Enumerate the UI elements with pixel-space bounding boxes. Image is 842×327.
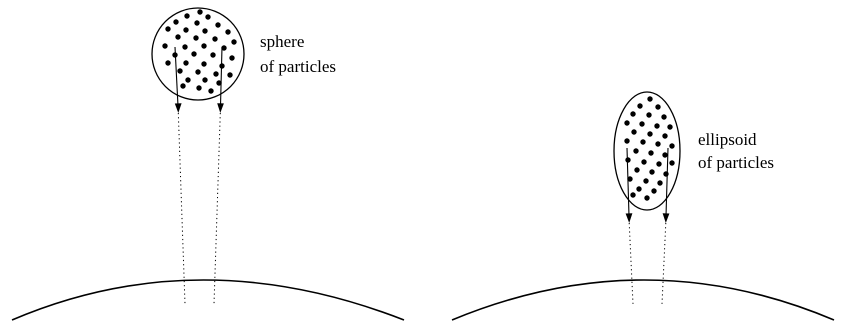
particle-dot [625, 157, 630, 162]
ellipsoid-panel: ellipsoid of particles [452, 92, 834, 320]
particle-dot [201, 61, 206, 66]
particle-dot [641, 159, 646, 164]
dotted-path [178, 113, 185, 304]
particle-dot [647, 96, 652, 101]
particle-dot [193, 35, 198, 40]
particle-dot [194, 20, 199, 25]
particle-dot [669, 143, 674, 148]
particle-dot [177, 68, 182, 73]
particle-dot [173, 19, 178, 24]
particle-dot [662, 133, 667, 138]
particle-dot [208, 88, 213, 93]
particle-dot [196, 85, 201, 90]
particle-dot [663, 171, 668, 176]
sphere-label-line2: of particles [260, 57, 336, 76]
particle-dot [655, 104, 660, 109]
particle-dot [184, 13, 189, 18]
sphere-label-line1: sphere [260, 32, 304, 51]
particle-dot [669, 160, 674, 165]
particle-dot [210, 52, 215, 57]
particle-dot [643, 178, 648, 183]
particle-dot [183, 27, 188, 32]
particle-dot [640, 139, 645, 144]
particle-dot [624, 138, 629, 143]
particle-dot [631, 129, 636, 134]
dotted-path [662, 223, 666, 304]
particle-dot [630, 192, 635, 197]
particle-dot [646, 112, 651, 117]
particle-dot [639, 121, 644, 126]
particle-dot [165, 60, 170, 65]
arrow-shaft [666, 148, 668, 216]
earth-surface-left [12, 280, 404, 320]
arrow-head [175, 103, 182, 113]
particle-dot [227, 72, 232, 77]
particle-dot [231, 39, 236, 44]
sphere-panel: sphere of particles [12, 8, 404, 320]
particle-dot [654, 123, 659, 128]
particle-dot [197, 9, 202, 14]
particle-dot [633, 148, 638, 153]
particle-dot [225, 29, 230, 34]
particle-dot [202, 77, 207, 82]
particle-dot [195, 69, 200, 74]
particle-dot [661, 114, 666, 119]
earth-surface-right [452, 280, 834, 320]
particle-dot [215, 22, 220, 27]
ellipsoid-label-line2: of particles [698, 153, 774, 172]
particle-dot [662, 152, 667, 157]
particle-dot [667, 124, 672, 129]
sphere-particles [162, 9, 236, 93]
particle-dot [649, 169, 654, 174]
dotted-path [629, 223, 633, 304]
particle-dot [647, 131, 652, 136]
particle-dot [213, 71, 218, 76]
particle-dot [191, 51, 196, 56]
arrow-head [217, 103, 224, 113]
arrow-head [663, 213, 670, 223]
particle-dot [212, 36, 217, 41]
particle-dot [630, 111, 635, 116]
particle-dot [162, 43, 167, 48]
particle-dot [205, 14, 210, 19]
particle-dot [656, 161, 661, 166]
ellipsoid-label-line1: ellipsoid [698, 130, 757, 149]
dotted-path [214, 113, 220, 304]
particle-dot [201, 43, 206, 48]
particle-dot [651, 188, 656, 193]
particle-dot [657, 180, 662, 185]
particle-dot [634, 167, 639, 172]
particle-dot [183, 60, 188, 65]
particle-dot [644, 195, 649, 200]
particle-dot [229, 55, 234, 60]
particle-dot [165, 26, 170, 31]
particle-dot [648, 150, 653, 155]
particle-dot [182, 44, 187, 49]
particle-dot [637, 103, 642, 108]
particle-dot [655, 141, 660, 146]
particle-dot [636, 186, 641, 191]
particle-dot [624, 120, 629, 125]
arrow-head [626, 213, 633, 223]
particle-dot [202, 28, 207, 33]
particle-dot [185, 77, 190, 82]
particle-dot [180, 83, 185, 88]
arrow-shaft [221, 47, 223, 106]
ellipsoid-outline [614, 92, 680, 210]
particle-dot [175, 34, 180, 39]
